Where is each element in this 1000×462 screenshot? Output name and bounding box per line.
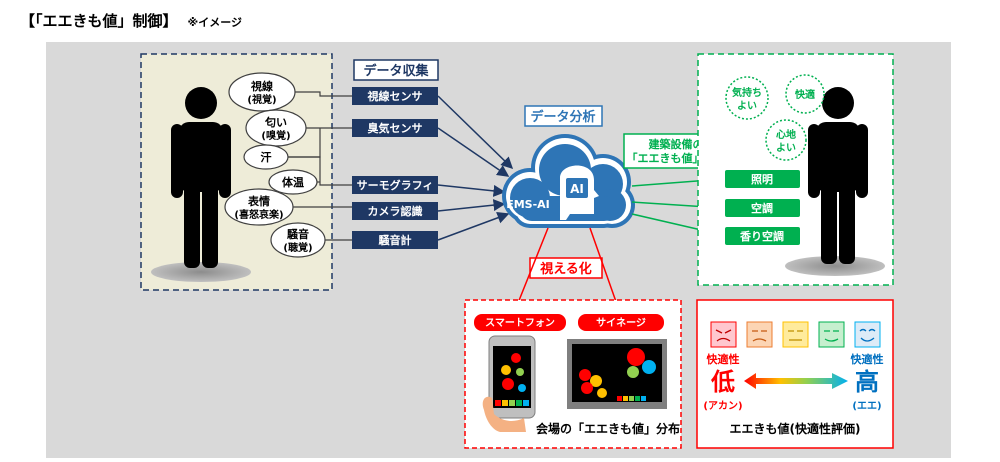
sense-label: 騒音: [287, 227, 309, 241]
sense-connectors: [288, 91, 352, 241]
sense-label: 匂い: [264, 115, 287, 129]
feeling-good: 気持ち よい: [725, 76, 769, 120]
high-comfort-label: 快適性: [850, 352, 884, 366]
sense-cloud-sweat: 汗: [243, 144, 289, 170]
person-silhouette-right: [808, 87, 868, 264]
sense-cloud-smell: 匂い (嗅覚): [245, 109, 307, 147]
visualization-area: スマートフォン サイネージ: [464, 299, 682, 449]
unhappy-face-icon: [746, 321, 773, 348]
output-label: 空調: [751, 201, 773, 215]
signage-label: サイネージ: [596, 317, 646, 329]
sensor-odor: 臭気センサ: [352, 119, 438, 137]
sensor-label: サーモグラフィ: [357, 178, 434, 192]
sense-label: 体温: [282, 175, 304, 189]
sense-label: 汗: [261, 151, 272, 164]
control-heading-line1: 建築設備の: [649, 137, 704, 151]
sense-cloud-hearing: 騒音 (聴覚): [270, 222, 326, 258]
output-air-conditioning: 空調: [725, 199, 800, 217]
high-char: 高: [855, 368, 879, 396]
sense-sublabel: (視覚): [247, 93, 276, 106]
low-sublabel: (アカン): [703, 400, 742, 412]
feeling-label: 気持ち: [731, 86, 762, 99]
person-silhouette-left: [171, 87, 231, 268]
visualize-arrows: [512, 227, 623, 315]
sensor-label: 臭気センサ: [368, 121, 423, 135]
visualize-heading-text: 視える化: [539, 261, 592, 277]
sensor-gaze: 視線センサ: [352, 87, 438, 105]
low-comfort-label: 快適性: [706, 352, 740, 366]
ai-chip-label: AI: [570, 182, 584, 196]
ai-head-icon: AI: [560, 165, 599, 220]
happy-face-icon: [854, 321, 881, 348]
feeling-sublabel: よい: [737, 100, 757, 112]
angry-face-icon: [710, 321, 737, 348]
ems-ai-cloud: EMS-AI AI: [502, 134, 635, 228]
feeling-pleasant: 心地 よい: [765, 119, 807, 161]
output-lighting: 照明: [725, 170, 800, 188]
sensor-label: カメラ認識: [368, 204, 423, 218]
sensor-label: 騒音計: [379, 233, 412, 247]
sense-sublabel: (聴覚): [283, 241, 312, 254]
person-shadow-left: [151, 262, 251, 282]
image-note: ※イメージ: [187, 16, 242, 29]
neutral-face-icon: [782, 321, 809, 348]
visualization-caption: 会場の「エエきも値」分布: [536, 421, 680, 436]
output-label: 香り空調: [739, 229, 784, 243]
environment-area: 気持ち よい 快適 心地 よい 照明 空調 香り空調: [697, 53, 894, 286]
sense-label: 視線: [250, 79, 273, 93]
signage-tag: サイネージ: [578, 314, 664, 331]
analysis-heading: データ分析: [524, 105, 603, 127]
content-face-icon: [818, 321, 845, 348]
low-char: 低: [710, 368, 735, 396]
visualize-heading: 視える化: [529, 257, 603, 279]
high-sublabel: (エエ): [852, 401, 881, 412]
sense-sublabel: (喜怒哀楽): [234, 208, 283, 221]
smartphone-label: スマートフォン: [485, 317, 555, 329]
evaluation-caption: エエきも値(快適性評価): [730, 421, 861, 436]
feeling-label: 快適: [794, 88, 815, 101]
sensor-thermography: サーモグラフィ: [352, 176, 438, 194]
collection-heading-text: データ収集: [363, 63, 429, 79]
sense-cloud-expression: 表情 (喜怒哀楽): [224, 188, 294, 226]
smartphone-tag: スマートフォン: [474, 314, 566, 331]
cloud-label: EMS-AI: [506, 198, 550, 211]
sense-clouds: 視線 (視覚) 匂い (嗅覚) 汗 体温 表情 (喜怒哀楽) 騒音 (聴覚): [224, 72, 326, 258]
output-scent-air: 香り空調: [725, 227, 800, 245]
sensor-camera: カメラ認識: [352, 202, 438, 220]
sense-cloud-temperature: 体温: [268, 169, 318, 195]
face-icons: [710, 321, 881, 348]
smartphone-illustration: [482, 335, 536, 432]
feeling-sublabel: よい: [776, 142, 796, 154]
person-shadow-right: [785, 256, 885, 276]
page-title: 【「エエきも値」制御】 ※イメージ: [20, 10, 242, 31]
sensor-label: 視線センサ: [367, 89, 423, 103]
collection-heading: データ収集: [353, 59, 439, 81]
comfort-scale-arrow: [744, 373, 848, 389]
title-text: 【「エエきも値」制御】: [20, 12, 178, 30]
sense-sublabel: (嗅覚): [261, 129, 290, 142]
feeling-label: 心地: [776, 128, 796, 141]
sensor-noise-meter: 騒音計: [352, 231, 438, 249]
sensor-arrows: [437, 95, 514, 241]
sensor-list: 視線センサ 臭気センサ サーモグラフィ カメラ認識 騒音計: [352, 87, 438, 249]
sense-label: 表情: [247, 194, 270, 208]
evaluation-area: 快適性 低 (アカン) 快適性 高 (エエ) エエきも値(快適性評価): [696, 299, 894, 449]
signage-illustration: [567, 339, 667, 409]
output-label: 照明: [751, 173, 773, 186]
sense-cloud-sight: 視線 (視覚): [228, 72, 296, 112]
analysis-heading-text: データ分析: [530, 109, 595, 125]
feeling-comfortable: 快適: [785, 74, 825, 114]
